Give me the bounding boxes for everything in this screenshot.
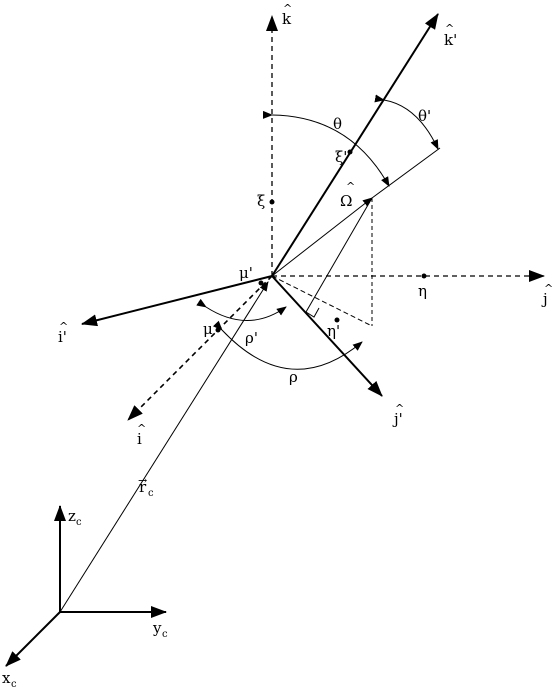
z-c-subscript: c (76, 517, 82, 528)
xi-label: ξ (257, 192, 265, 210)
i-prime-hat-mark: ^ (59, 320, 68, 333)
theta-arc (262, 110, 390, 187)
k-prime-axis (271, 13, 439, 277)
i-hat-mark: ^ (137, 422, 146, 435)
omega-vector (271, 197, 373, 277)
omega-projection-line (271, 275, 373, 327)
j-prime-hat-mark: ^ (395, 402, 404, 415)
i-axis (127, 275, 273, 421)
i-hat-label: i (137, 430, 142, 448)
j-hat-label: j (541, 290, 548, 308)
eta-prime-label: η' (327, 322, 340, 340)
rho-label: ρ (289, 368, 298, 386)
i-prime-axis (81, 275, 273, 327)
eta-label: η (418, 282, 427, 300)
mu-marker-dot (215, 327, 221, 333)
theta-prime-arc (374, 94, 439, 150)
position-vector-rc (59, 281, 269, 613)
y-c-subscript: c (162, 629, 168, 640)
omega-hat-mark: ^ (346, 180, 355, 193)
mu-prime-label: μ' (239, 264, 253, 282)
x-c-subscript: c (11, 679, 17, 690)
eta-marker-dot (421, 273, 427, 279)
omega-jprime-plane-projection (305, 197, 373, 313)
xi-marker-dot (269, 199, 275, 205)
r-c-label: r (139, 478, 147, 496)
omega-extension-line (371, 147, 441, 199)
xc-axis (5, 611, 61, 667)
k-prime-hat-mark: ^ (445, 22, 454, 35)
xi-prime-marker-dot (347, 149, 353, 155)
theta-prime-label: θ' (418, 107, 431, 125)
omega-hat-label: Ω (340, 192, 352, 210)
eta-prime-marker-dot (334, 317, 340, 323)
k-hat-label: k (282, 10, 292, 28)
k-prime-hat-label: k' (444, 31, 457, 49)
r-c-vector-mark: → (138, 474, 147, 487)
j-hat-mark: ^ (544, 282, 552, 295)
x-c-label: x (2, 669, 11, 687)
z-c-label: z (68, 507, 76, 525)
r-c-subscript: c (148, 488, 154, 499)
theta-label: θ (333, 115, 342, 133)
y-c-label: y (152, 619, 162, 637)
k-hat-mark: ^ (283, 2, 292, 15)
mu-label: μ (203, 320, 213, 338)
i-prime-hat-label: i' (58, 328, 67, 346)
rho-arc (212, 320, 363, 370)
mu-prime-marker-dot (258, 280, 264, 286)
xi-prime-label: ξ' (335, 148, 347, 166)
rho-prime-label: ρ' (245, 329, 258, 347)
right-angle-mark (305, 307, 320, 318)
j-prime-hat-label: j' (392, 410, 403, 428)
rho-prime-arc (196, 298, 287, 321)
